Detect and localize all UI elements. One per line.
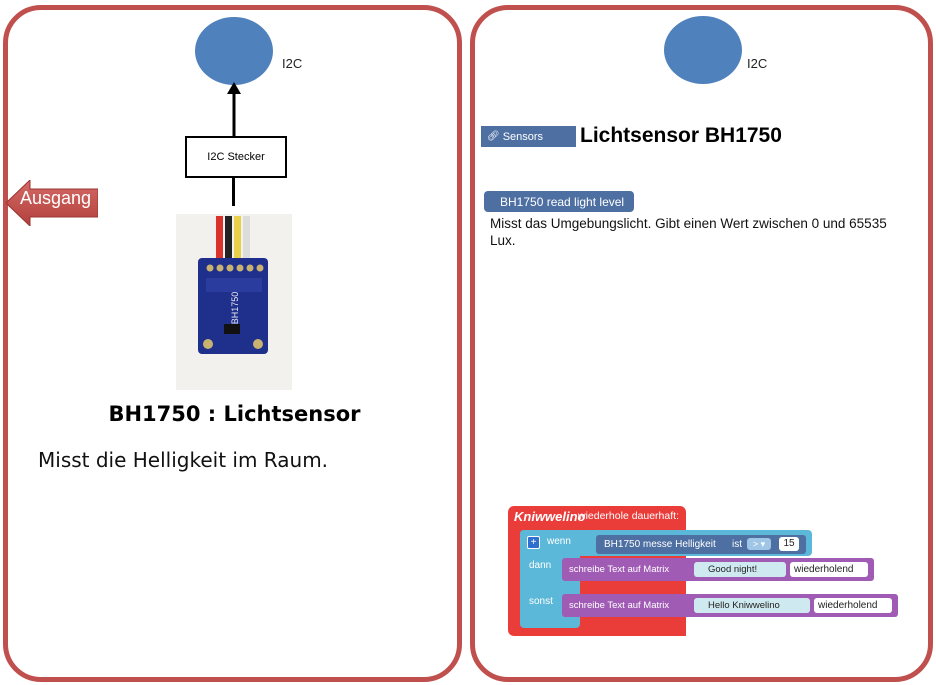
else-action-label: schreibe Text auf Matrix: [569, 600, 670, 611]
connector-line: [232, 176, 235, 206]
sensor-chip-label: BH1750: [230, 292, 240, 325]
threshold-input[interactable]: 15: [779, 537, 799, 551]
condition-label: BH1750 messe Helligkeit: [604, 539, 716, 550]
operator-dropdown[interactable]: > ▾: [747, 538, 771, 550]
then-text-input[interactable]: Good night!: [694, 562, 786, 577]
left-description: Misst die Helligkeit im Raum.: [38, 448, 329, 472]
i2c-label-left: I2C: [282, 56, 303, 71]
then-mode-dropdown[interactable]: wiederholend: [790, 562, 868, 577]
kniwwelino-program: Kniwwelino wiederhole dauerhaft: + wenn …: [508, 506, 900, 638]
sensors-category-button[interactable]: 🔗︎ Sensors: [481, 126, 576, 147]
sensors-category-label: Sensors: [502, 130, 544, 143]
i2c-connector-box: I2C Stecker: [185, 136, 287, 178]
read-light-block[interactable]: BH1750 read light level: [484, 191, 635, 212]
kniwwelino-logo: Kniwwelino: [514, 509, 586, 524]
if-label: wenn: [547, 536, 571, 547]
read-light-block-label: BH1750 read light level: [500, 194, 625, 209]
i2c-port-circle-left: [195, 17, 273, 85]
then-action-label: schreibe Text auf Matrix: [569, 564, 670, 575]
right-title: Lichtsensor BH1750: [580, 124, 782, 147]
operator-value: >: [752, 539, 759, 549]
bh1750-sensor-image: BH1750: [176, 214, 292, 390]
i2c-port-circle-right: [664, 16, 742, 84]
left-title: BH1750 : Lichtsensor: [108, 402, 361, 426]
loop-label: wiederhole dauerhaft:: [578, 510, 679, 522]
else-label: sonst: [529, 596, 553, 607]
else-mode-dropdown[interactable]: wiederholend: [814, 598, 892, 613]
link-icon: 🔗︎: [487, 131, 500, 142]
output-label: Ausgang: [20, 188, 92, 208]
plus-icon[interactable]: +: [527, 536, 540, 549]
is-label: ist: [732, 539, 742, 550]
arrow-up-icon: [227, 82, 241, 138]
else-text-input[interactable]: Hello Kniwwelino: [694, 598, 810, 613]
output-arrow-icon: [6, 180, 98, 226]
right-description: Misst das Umgebungslicht. Gibt einen Wer…: [490, 216, 887, 248]
i2c-label-right: I2C: [747, 56, 768, 71]
then-label: dann: [529, 560, 552, 571]
